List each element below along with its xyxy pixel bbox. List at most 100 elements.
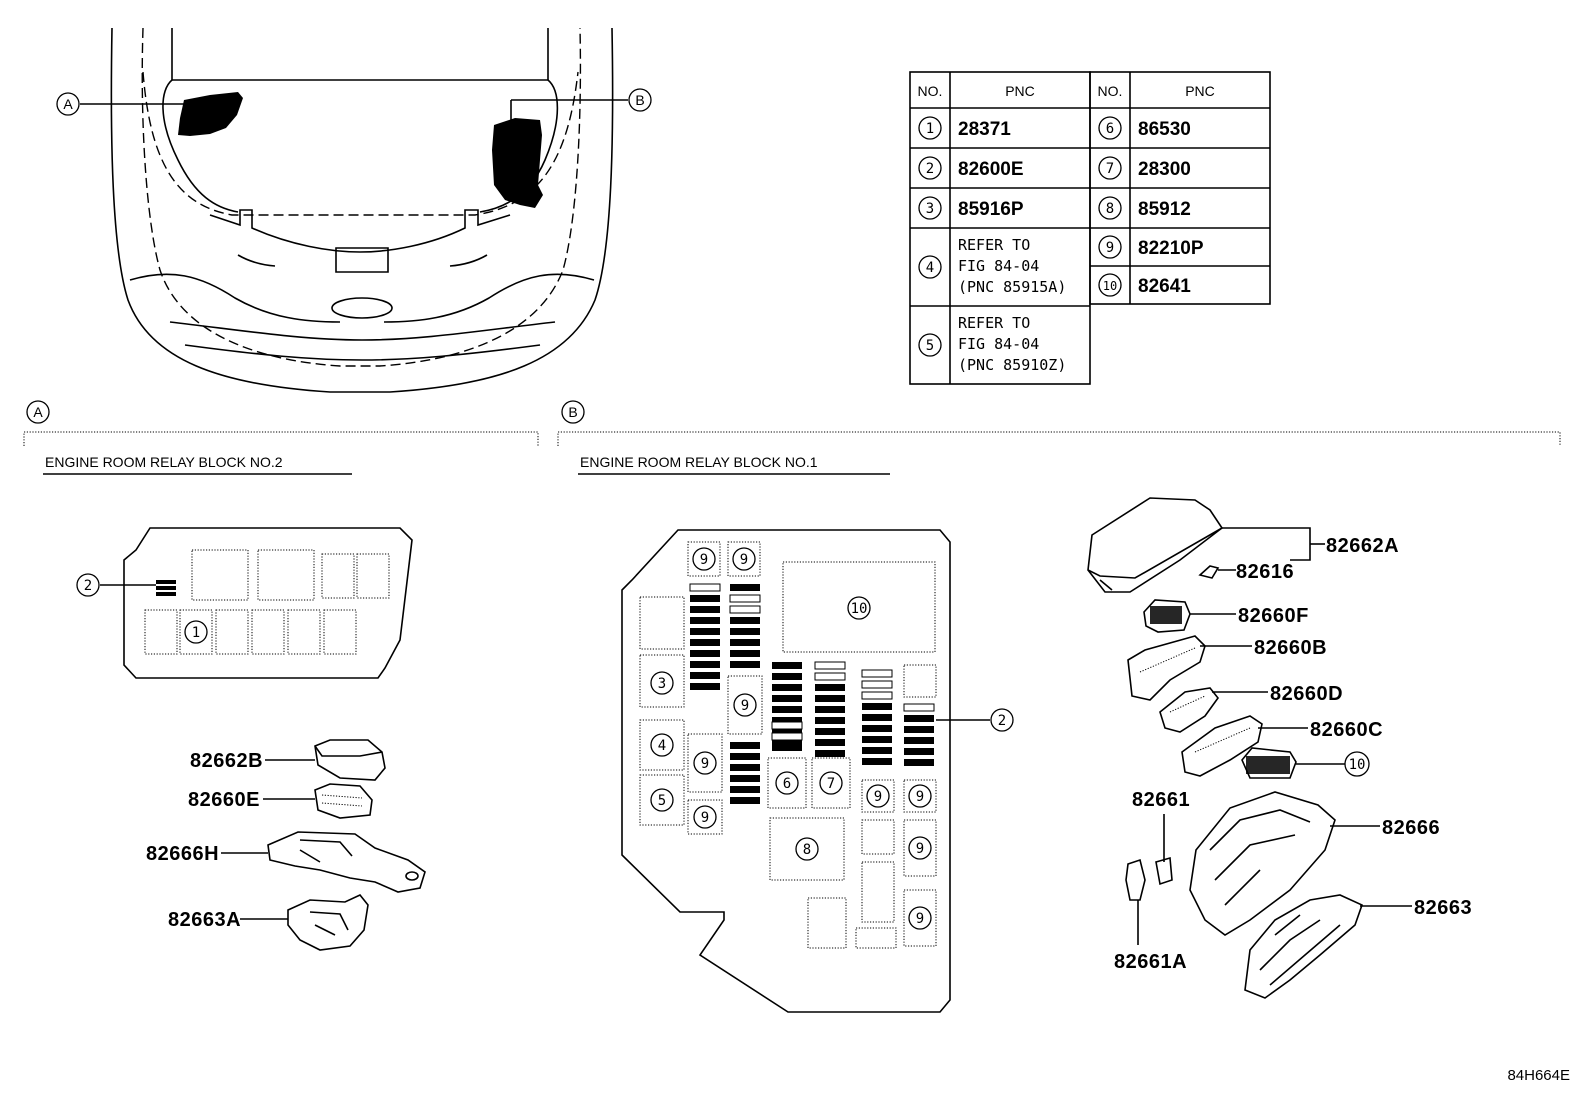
svg-text:9: 9 [741,698,749,714]
part-82663a-lower-cover [240,894,369,951]
svg-text:82641: 82641 [1138,276,1191,297]
svg-text:82600E: 82600E [958,159,1024,180]
part-label-82662a: 82662A [1326,535,1399,557]
relay-block-no2-location [178,92,243,136]
svg-text:A: A [63,96,73,112]
part-label-82660d: 82660D [1270,683,1343,705]
part-label-82666: 82666 [1382,817,1440,839]
part-82662a-cover [1087,497,1325,593]
marker-9-left: 9 [693,751,717,775]
section-b-header: B ENGINE ROOM RELAY BLOCK NO.1 [557,400,1561,475]
marker-9-bottom-left: 9 [693,805,717,829]
svg-text:9: 9 [740,552,748,568]
svg-text:9: 9 [874,789,882,805]
svg-text:9: 9 [916,789,924,805]
part-label-82660f: 82660F [1238,605,1309,627]
marker-6: 6 [775,771,799,795]
part-label-82663: 82663 [1414,897,1472,919]
fuse-stack-col2 [729,584,761,668]
svg-text:4: 4 [658,738,666,754]
svg-text:9: 9 [701,756,709,772]
svg-text:FIG 84-04: FIG 84-04 [958,335,1039,353]
pnc-table: NO. PNC NO. PNC [909,71,1271,385]
section-a-title: ENGINE ROOM RELAY BLOCK NO.2 [45,454,283,470]
marker-4: 4 [650,733,674,757]
table-header-pnc-left: PNC [1005,83,1035,99]
marker-5: 5 [650,788,674,812]
svg-text:9: 9 [701,810,709,826]
svg-text:7: 7 [1106,161,1114,177]
marker-7: 7 [819,771,843,795]
marker-8: 8 [795,837,819,861]
relay-block-no1-layout [621,529,951,1013]
marker-9-right-c: 9 [908,836,932,860]
part-label-82666h: 82666H [146,843,219,865]
marker-10-relay-part: 10 [1344,751,1370,777]
table-row-left-1: 1 28371 [918,116,1011,140]
svg-text:10: 10 [1349,757,1366,773]
svg-text:1: 1 [926,121,934,137]
svg-text:A: A [33,404,43,420]
svg-text:(PNC 85910Z): (PNC 85910Z) [958,356,1066,374]
part-label-82660b: 82660B [1254,637,1327,659]
svg-text:B: B [635,92,644,108]
fuse-stack-col1 [689,583,721,690]
part-82661-bracket [1125,814,1173,945]
section-b-title: ENGINE ROOM RELAY BLOCK NO.1 [580,454,818,470]
part-label-82662b: 82662B [190,750,263,772]
svg-text:8: 8 [1106,201,1114,217]
svg-text:10: 10 [851,601,868,617]
svg-text:7: 7 [827,776,835,792]
part-82666h-box [221,831,426,893]
part-label-82663a: 82663A [168,909,241,931]
svg-text:28371: 28371 [958,119,1011,140]
part-82660e-holder [263,783,373,819]
fuse-stack-col4-lower [815,728,845,757]
svg-text:9: 9 [700,552,708,568]
svg-text:2: 2 [998,713,1006,729]
svg-text:6: 6 [783,776,791,792]
svg-text:28300: 28300 [1138,159,1191,180]
part-82660f-connector [1143,599,1236,633]
callout-b-top: B [628,88,652,112]
relay-block-no1-location [492,118,543,208]
figure-code: 84H664E [1507,1067,1570,1084]
fuse-stacks [689,583,935,804]
marker-9-top-right: 9 [732,547,756,571]
callout-a-top: A [56,92,80,116]
marker-9-mid: 9 [733,693,757,717]
part-82660b-holder [1127,635,1252,701]
part-82616-fuse-puller [1198,565,1236,579]
fuse-stack-col3-lower [771,721,803,751]
part-label-82661a: 82661A [1114,951,1187,973]
marker-3: 3 [650,671,674,695]
svg-text:6: 6 [1106,121,1114,137]
marker-2-fuses-b: 2 [990,708,1014,732]
svg-text:5: 5 [926,338,934,354]
table-header-pnc-right: PNC [1185,83,1215,99]
part-82660d-holder [1159,687,1268,733]
part-82666-box [1189,791,1380,936]
svg-text:10: 10 [1103,279,1117,293]
svg-text:REFER TO: REFER TO [958,314,1030,332]
table-row-right-2: 7 28300 [1098,156,1191,180]
marker-10-relay: 10 [847,596,871,620]
part-label-82660e: 82660E [188,789,260,811]
marker-1-relay: 1 [184,620,208,644]
fuse-stack-col2-lower [730,742,760,804]
svg-text:1: 1 [192,625,200,641]
svg-text:85912: 85912 [1138,199,1191,220]
svg-text:86530: 86530 [1138,119,1191,140]
svg-text:3: 3 [926,201,934,217]
table-header-no-left: NO. [918,83,943,99]
section-a-header: A ENGINE ROOM RELAY BLOCK NO.2 [23,400,539,475]
table-row-left-5: 5 REFER TO FIG 84-04 (PNC 85910Z) [918,314,1066,374]
fuse-stack-col4 [814,661,846,724]
svg-text:3: 3 [658,676,666,692]
fuse-stack-col6 [903,703,935,766]
